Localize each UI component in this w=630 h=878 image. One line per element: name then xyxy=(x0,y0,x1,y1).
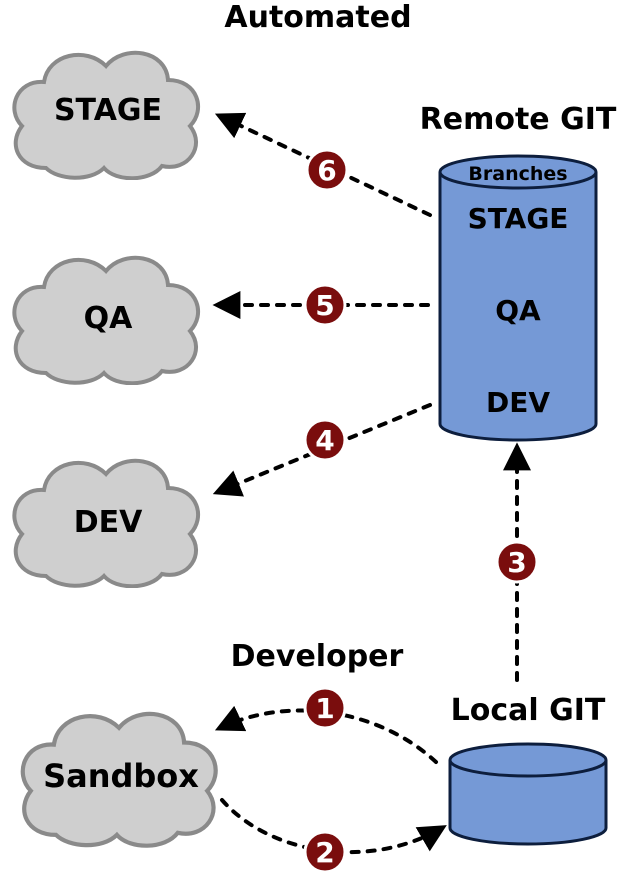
local-git-cylinder xyxy=(448,742,608,846)
dev-cloud: DEV xyxy=(12,458,201,588)
developer-label: Developer xyxy=(231,639,404,674)
automated-label: Automated xyxy=(224,0,411,35)
sandbox-cloud: Sandbox xyxy=(23,714,216,846)
step-3-marker: 3 xyxy=(495,540,539,584)
branch-qa: QA xyxy=(495,294,541,327)
step-4-marker: 4 xyxy=(303,418,347,462)
branch-stage: STAGE xyxy=(468,202,569,235)
step-1-marker: 1 xyxy=(303,686,347,730)
step-4-number: 4 xyxy=(315,424,334,457)
step-6-marker: 6 xyxy=(305,148,349,192)
step-2-marker: 2 xyxy=(303,830,347,874)
step-6-number: 6 xyxy=(317,154,336,187)
dev-cloud-label: DEV xyxy=(74,505,143,540)
branches-header: Branches xyxy=(468,163,567,185)
sandbox-cloud-label: Sandbox xyxy=(43,757,199,795)
stage-cloud-label: STAGE xyxy=(54,93,162,128)
remote-git-cylinder: Branches STAGE QA DEV xyxy=(438,154,598,442)
qa-cloud-label: QA xyxy=(84,301,134,336)
branch-dev: DEV xyxy=(486,386,550,419)
step-5-marker: 5 xyxy=(303,283,347,327)
step-3-number: 3 xyxy=(507,546,526,579)
step-2-number: 2 xyxy=(315,836,334,869)
local-git-label: Local GIT xyxy=(451,693,606,728)
stage-cloud: STAGE xyxy=(12,50,201,180)
qa-cloud: QA xyxy=(12,255,201,385)
remote-git-label: Remote GIT xyxy=(420,102,617,137)
step-5-number: 5 xyxy=(315,289,334,322)
step-1-number: 1 xyxy=(315,692,334,725)
